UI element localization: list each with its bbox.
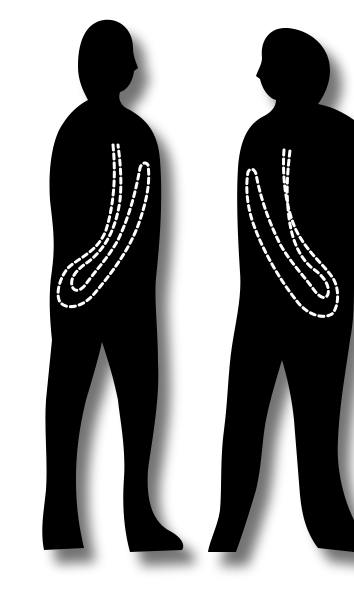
right-silhouette-body — [208, 28, 354, 552]
left-silhouette — [42, 20, 183, 552]
right-silhouette — [208, 28, 354, 552]
left-silhouette-body — [42, 20, 183, 552]
